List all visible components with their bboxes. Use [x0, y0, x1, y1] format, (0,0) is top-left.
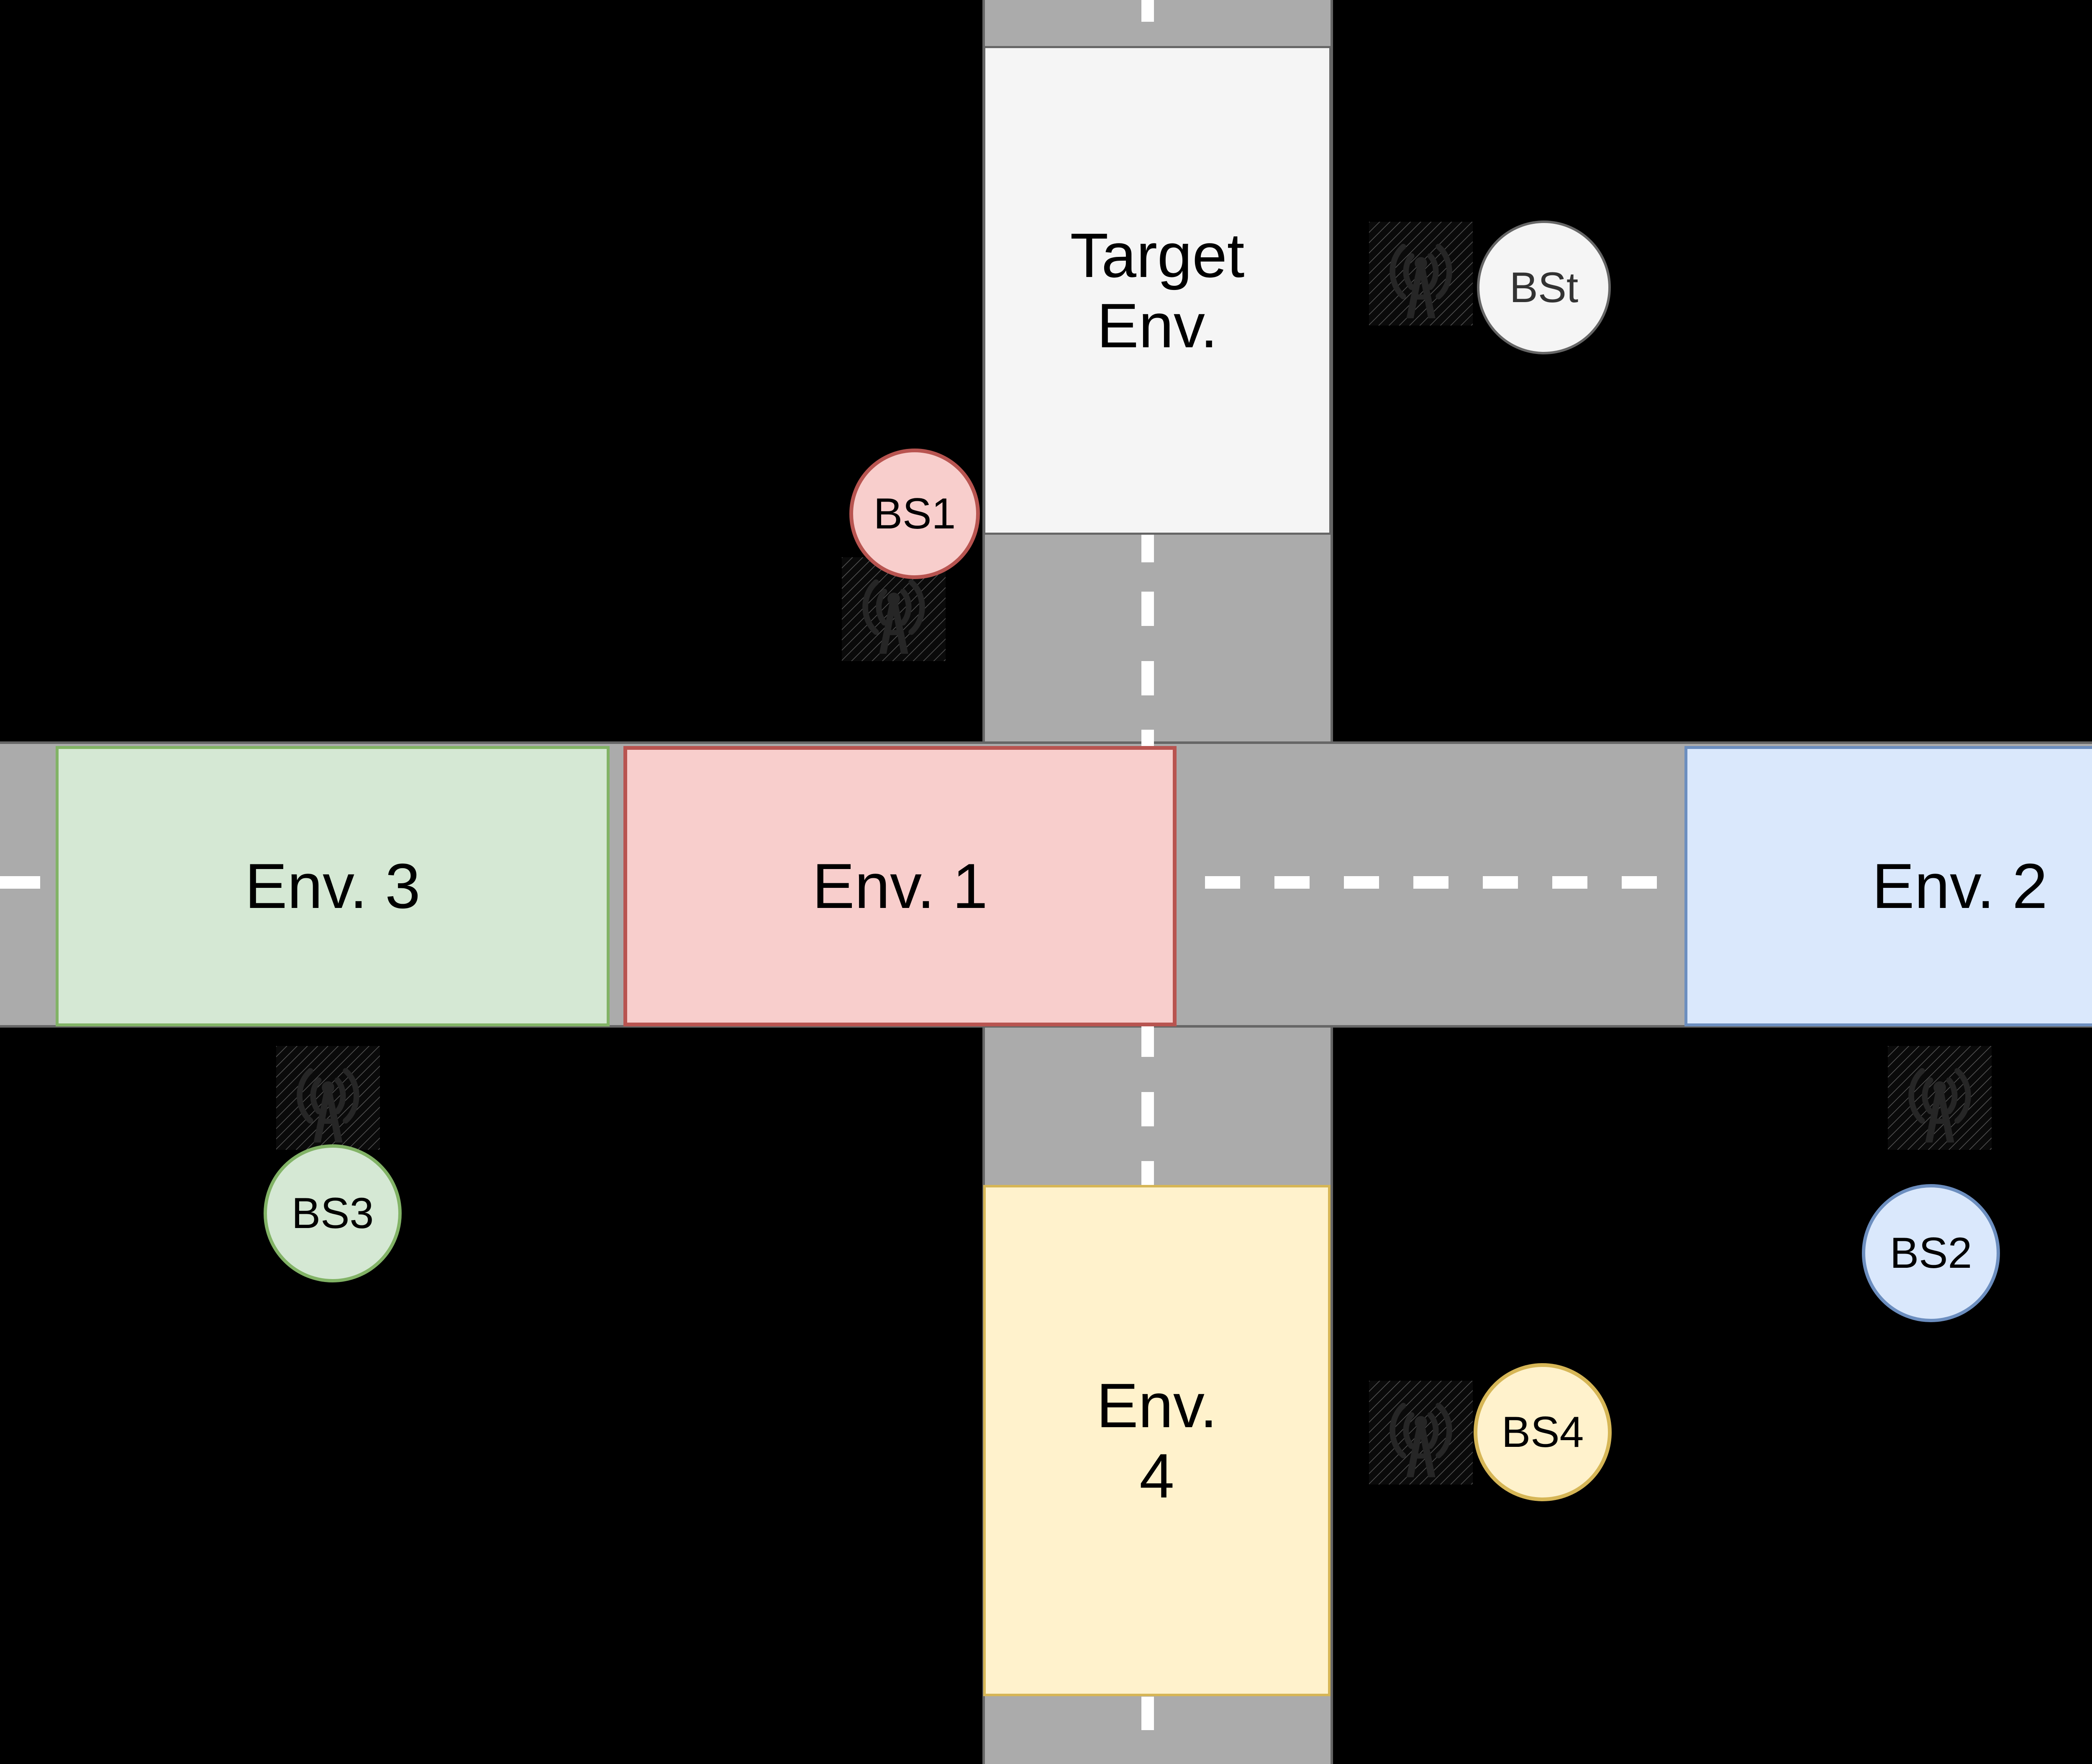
base-station-bs1-label: BS1	[873, 489, 956, 538]
env-box-target-label-line1: Target	[1070, 220, 1245, 290]
env-box-target-label-line2: Env.	[1097, 290, 1218, 361]
base-station-bs4-label: BS4	[1501, 1408, 1584, 1456]
lane-dash-v	[1141, 730, 1154, 746]
lane-dash-v	[1141, 1697, 1154, 1730]
env-box-env4[interactable]: Env. 4	[983, 1185, 1331, 1696]
lane-dash-v	[1141, 0, 1154, 22]
cell-tower-icon	[1369, 222, 1473, 326]
base-station-bs4[interactable]: BS4	[1474, 1363, 1612, 1501]
lane-dash-h	[1205, 876, 1240, 889]
cell-tower-icon	[276, 1046, 380, 1150]
env-box-env3[interactable]: Env. 3	[56, 746, 610, 1026]
env-box-env4-label-line1: Env.	[1096, 1370, 1218, 1441]
lane-dash-v	[1141, 1092, 1154, 1126]
lane-dash-h	[1413, 876, 1449, 889]
base-station-bs3-label: BS3	[291, 1189, 374, 1238]
env-box-env1-label: Env. 1	[812, 850, 988, 922]
lane-dash-h	[1552, 876, 1587, 889]
env-box-env4-label-line2: 4	[1139, 1441, 1174, 1511]
lane-dash-h	[1622, 876, 1657, 889]
cell-tower-icon	[1888, 1046, 1992, 1150]
lane-dash-v	[1141, 1161, 1154, 1186]
lane-dash-h	[0, 876, 40, 889]
lane-dash-v	[1141, 532, 1154, 562]
env-box-env3-label: Env. 3	[245, 850, 420, 922]
base-station-bs2-label: BS2	[1889, 1228, 1972, 1277]
base-station-bs1[interactable]: BS1	[849, 449, 980, 579]
lane-dash-v	[1141, 1026, 1154, 1057]
env-box-target[interactable]: Target Env.	[983, 46, 1331, 535]
base-station-bst-label: BSt	[1509, 263, 1579, 311]
base-station-bs2[interactable]: BS2	[1862, 1184, 2000, 1322]
base-station-bs3[interactable]: BS3	[264, 1144, 402, 1282]
lane-dash-h	[1344, 876, 1379, 889]
env-box-env1[interactable]: Env. 1	[623, 746, 1177, 1026]
lane-dash-v	[1141, 592, 1154, 626]
env-box-env2-label: Env. 2	[1872, 850, 2048, 922]
lane-dash-h	[1274, 876, 1310, 889]
cell-tower-icon	[1369, 1381, 1473, 1485]
env-box-env2[interactable]: Env. 2	[1684, 746, 2092, 1026]
lane-dash-v	[1141, 661, 1154, 695]
lane-dash-h	[1483, 876, 1518, 889]
base-station-bst[interactable]: BSt	[1477, 220, 1611, 354]
